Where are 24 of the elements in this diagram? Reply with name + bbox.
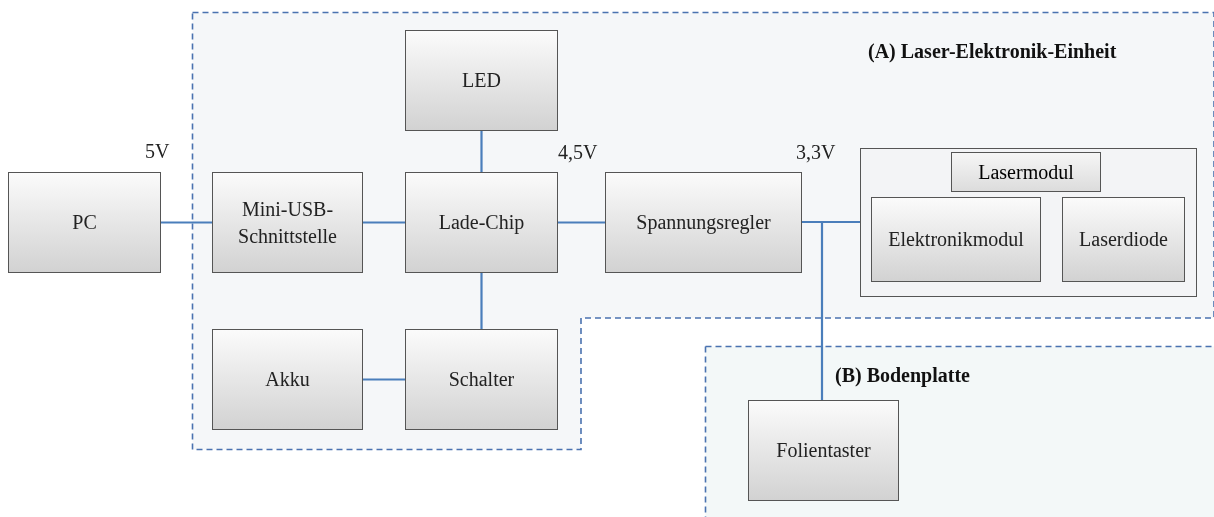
component-box: Elektronikmodul (871, 197, 1041, 282)
component-box: Laserdiode (1062, 197, 1185, 282)
component-box: Schalter (405, 329, 558, 430)
region-title: (B) Bodenplatte (835, 364, 970, 387)
module-container (860, 148, 1197, 297)
component-box: Spannungsregler (605, 172, 802, 273)
component-box: Akku (212, 329, 363, 430)
connector-line (363, 378, 405, 381)
connector-line (802, 220, 824, 400)
component-box: LED (405, 30, 558, 131)
connector-line (480, 273, 483, 329)
connector-line (558, 221, 605, 224)
voltage-label: 4,5V (558, 141, 598, 164)
voltage-label: 5V (145, 140, 170, 163)
connector-line (161, 221, 212, 224)
connector-line (480, 131, 483, 172)
region-title: (A) Laser-Elektronik-Einheit (868, 40, 1117, 63)
component-box: Mini-USB-Schnittstelle (212, 172, 363, 273)
component-box: PC (8, 172, 161, 273)
voltage-label: 3,3V (796, 141, 836, 164)
connector-line (363, 221, 405, 224)
module-heading: Lasermodul (951, 152, 1101, 192)
component-box: Folientaster (748, 400, 899, 501)
component-box: Lade-Chip (405, 172, 558, 273)
